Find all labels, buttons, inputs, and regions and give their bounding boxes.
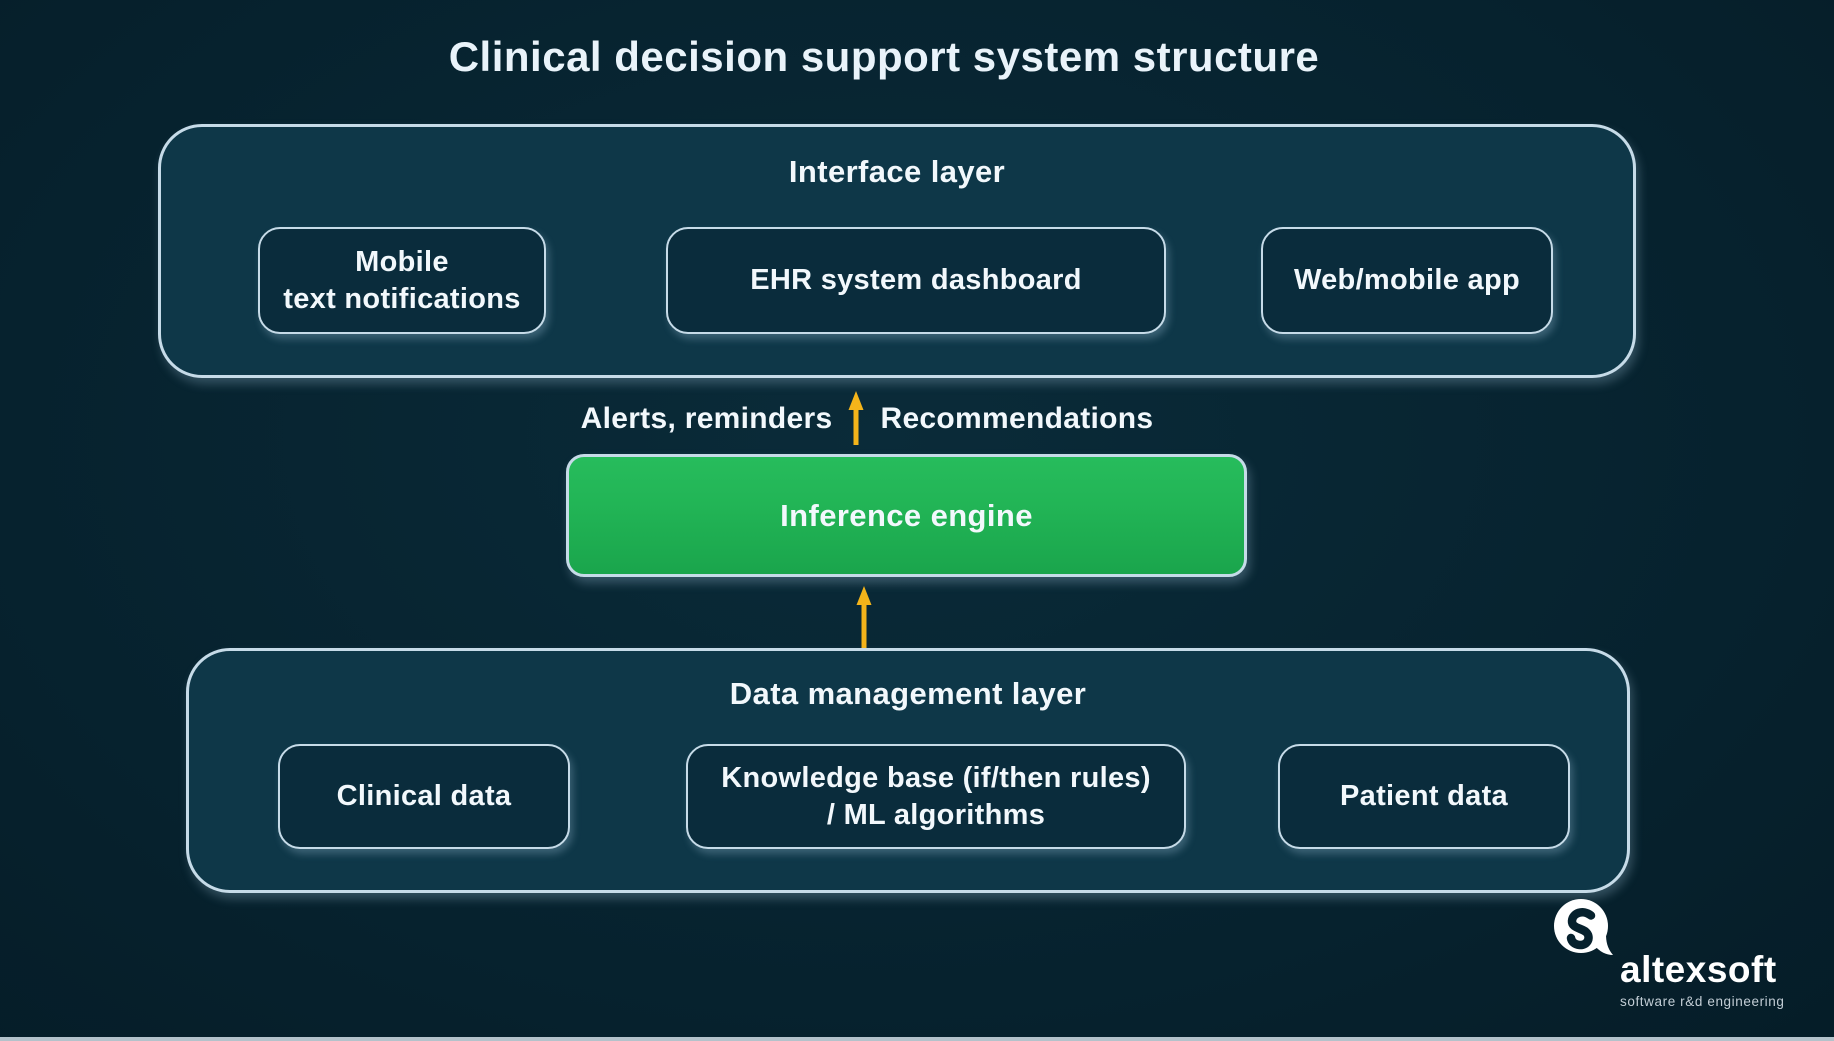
- box-web-mobile-app: Web/mobile app: [1261, 227, 1553, 334]
- box-mobile-text-notifications: Mobile text notifications: [258, 227, 546, 334]
- flow-labels-row: Alerts, reminders Recommendations: [0, 390, 1734, 448]
- box-label-line: text notifications: [283, 282, 521, 315]
- data-management-layer-panel: Data management layer Clinical data Know…: [186, 648, 1630, 893]
- altexsoft-logo-icon: [1554, 899, 1613, 955]
- flow-label-recommendations: Recommendations: [880, 402, 1154, 435]
- altexsoft-tagline: software r&d engineering: [1620, 994, 1785, 1009]
- interface-layer-panel: Interface layer Mobile text notification…: [158, 124, 1636, 378]
- box-label-line: Mobile: [355, 246, 449, 279]
- bottom-edge-line: [0, 1037, 1834, 1041]
- data-to-engine-arrow: [853, 586, 875, 650]
- box-clinical-data: Clinical data: [278, 744, 570, 849]
- box-label-line: Patient data: [1340, 780, 1508, 813]
- data-management-layer-title: Data management layer: [729, 676, 1087, 711]
- up-arrow-icon: [856, 586, 872, 648]
- box-patient-data: Patient data: [1278, 744, 1570, 849]
- altexsoft-wordmark: altexsoft: [1620, 949, 1777, 990]
- flow-label-alerts-reminders: Alerts, reminders: [580, 402, 833, 435]
- box-label-line: EHR system dashboard: [750, 264, 1082, 297]
- box-label-line: Clinical data: [336, 780, 512, 813]
- box-ehr-system-dashboard: EHR system dashboard: [666, 227, 1166, 334]
- box-knowledge-base: Knowledge base (if/then rules) / ML algo…: [686, 744, 1186, 849]
- box-label-line: / ML algorithms: [826, 798, 1046, 831]
- altexsoft-logo: altexsoft software r&d engineering: [1552, 897, 1812, 1009]
- interface-layer-title: Interface layer: [788, 154, 1006, 189]
- inference-engine-label: Inference engine: [780, 497, 1033, 533]
- up-arrow-icon: [848, 391, 864, 445]
- altexsoft-logo-text: altexsoft software r&d engineering: [1620, 951, 1785, 1009]
- inference-engine-box: Inference engine: [566, 454, 1247, 577]
- box-label-line: Knowledge base (if/then rules): [721, 762, 1151, 795]
- page-title: Clinical decision support system structu…: [448, 33, 1320, 80]
- box-label-line: Web/mobile app: [1293, 264, 1521, 297]
